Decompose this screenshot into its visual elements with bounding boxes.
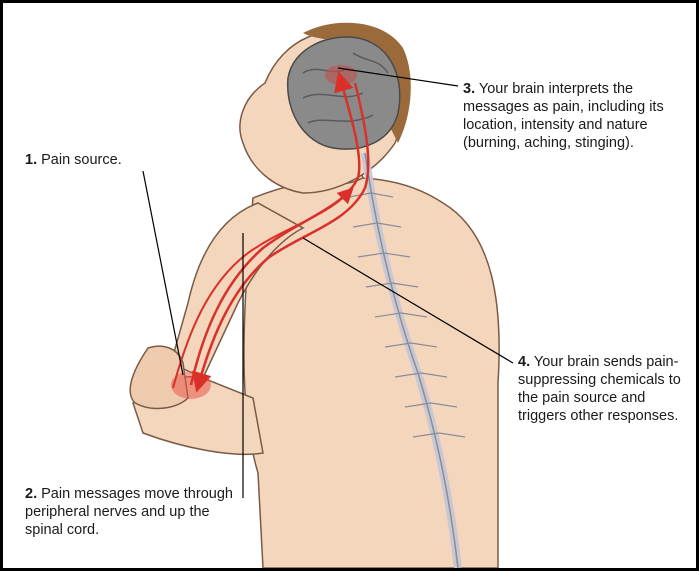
label-brain-interprets: 3. Your brain interprets the messages as… (463, 80, 693, 152)
label-2-text: Pain messages move through peripheral ne… (25, 486, 233, 538)
label-3-text: Your brain interprets the messages as pa… (463, 81, 664, 151)
label-pain-source: 1. Pain source. (25, 151, 185, 169)
label-pain-messages: 2. Pain messages move through peripheral… (25, 485, 245, 539)
label-1-text: Pain source. (41, 152, 122, 168)
leader-line-1 (143, 171, 183, 375)
label-4-number: 4. (518, 354, 530, 370)
label-brain-sends: 4. Your brain sends pain-suppressing che… (518, 353, 693, 425)
label-2-number: 2. (25, 486, 37, 502)
label-4-text: Your brain sends pain-suppressing chemic… (518, 354, 681, 424)
label-3-number: 3. (463, 81, 475, 97)
label-1-number: 1. (25, 152, 37, 168)
